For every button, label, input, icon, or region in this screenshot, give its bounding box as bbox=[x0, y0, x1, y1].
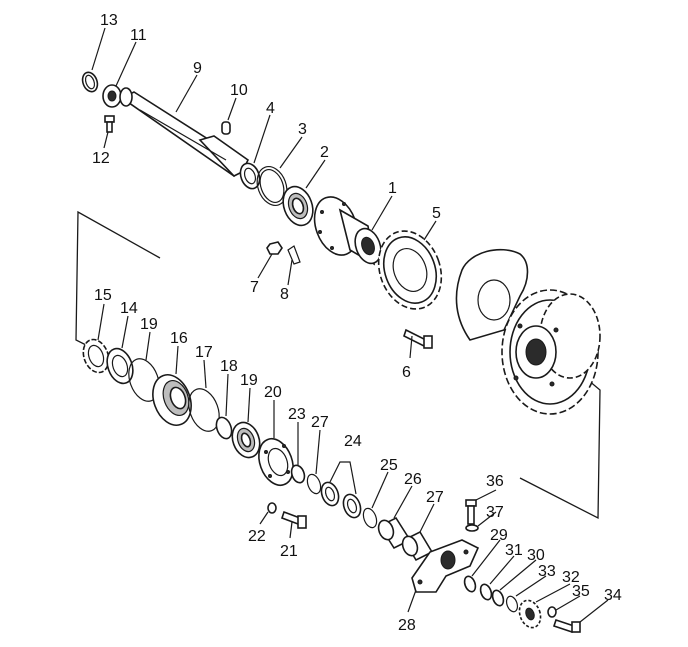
callout-7: 7 bbox=[250, 279, 259, 296]
callout-23: 23 bbox=[288, 406, 306, 423]
bearing-cage-16 bbox=[152, 374, 192, 426]
callout-31: 31 bbox=[505, 542, 523, 559]
callout-30: 30 bbox=[527, 547, 545, 564]
callout-12: 12 bbox=[92, 150, 110, 167]
leader-lines bbox=[91, 27, 609, 623]
nut-14 bbox=[106, 347, 134, 385]
callout-16: 16 bbox=[170, 330, 188, 347]
callout-19a: 19 bbox=[140, 316, 158, 333]
ring-31 bbox=[479, 583, 493, 601]
callout-27b: 27 bbox=[426, 489, 444, 506]
callout-22: 22 bbox=[248, 528, 266, 545]
bolt-21 bbox=[280, 510, 307, 529]
callout-27a: 27 bbox=[311, 414, 329, 431]
nut-11 bbox=[102, 84, 122, 108]
snap-ring-13 bbox=[81, 71, 99, 93]
callout-18: 18 bbox=[220, 358, 238, 375]
ring-18 bbox=[215, 416, 233, 440]
callout-8: 8 bbox=[280, 286, 289, 303]
callout-14: 14 bbox=[120, 300, 138, 317]
ring-30 bbox=[491, 589, 505, 607]
callout-13: 13 bbox=[100, 12, 118, 29]
callout-28: 28 bbox=[398, 617, 416, 634]
callout-1: 1 bbox=[388, 180, 397, 197]
hub-1 bbox=[313, 196, 382, 266]
callout-17: 17 bbox=[195, 344, 213, 361]
o-ring-17 bbox=[188, 388, 220, 432]
shaft-9 bbox=[119, 87, 250, 178]
bolt-6 bbox=[403, 328, 433, 349]
callout-5: 5 bbox=[432, 205, 441, 222]
bracket-28 bbox=[411, 539, 480, 593]
callout-36: 36 bbox=[486, 473, 504, 490]
bearing-2 bbox=[282, 185, 314, 227]
callout-25: 25 bbox=[380, 457, 398, 474]
callout-2: 2 bbox=[320, 144, 329, 161]
o-ring-25 bbox=[362, 507, 378, 529]
callout-15: 15 bbox=[94, 287, 112, 304]
callout-4: 4 bbox=[266, 100, 275, 117]
seal-pair-24 bbox=[320, 481, 362, 519]
washer-35 bbox=[547, 606, 557, 618]
final-drive-housing bbox=[455, 248, 601, 415]
o-ring-19a bbox=[128, 358, 160, 402]
bolt-34 bbox=[552, 618, 581, 634]
callout-20: 20 bbox=[264, 384, 282, 401]
callout-35: 35 bbox=[572, 583, 590, 600]
gear-32 bbox=[518, 599, 542, 629]
callout-33: 33 bbox=[538, 563, 556, 580]
flange-20 bbox=[258, 437, 294, 487]
ring-27a bbox=[306, 473, 322, 495]
key-10 bbox=[221, 121, 231, 135]
callout-24: 24 bbox=[344, 433, 362, 450]
callout-9: 9 bbox=[193, 60, 202, 77]
callout-29: 29 bbox=[490, 527, 508, 544]
pin-8 bbox=[287, 245, 301, 265]
bolt-36 bbox=[465, 499, 477, 525]
callout-3: 3 bbox=[298, 121, 307, 138]
bearing-19b bbox=[231, 421, 261, 459]
ring-23 bbox=[290, 464, 306, 484]
callout-19b: 19 bbox=[240, 372, 258, 389]
washer-22 bbox=[267, 502, 277, 514]
callout-10: 10 bbox=[230, 82, 248, 99]
washer-37 bbox=[465, 524, 479, 532]
callout-11: 11 bbox=[130, 27, 147, 44]
callout-32: 32 bbox=[562, 569, 580, 586]
ring-29 bbox=[463, 575, 477, 593]
sprocket-5 bbox=[377, 230, 443, 310]
lock-washer-15 bbox=[82, 338, 110, 374]
callout-37: 37 bbox=[486, 504, 504, 521]
assembly-frame-lines bbox=[75, 210, 601, 520]
ring-33 bbox=[505, 595, 519, 613]
nut-7 bbox=[266, 241, 283, 255]
callout-26: 26 bbox=[404, 471, 422, 488]
callout-labels: 13 11 9 10 12 4 3 2 1 5 7 8 6 15 14 19 1… bbox=[92, 12, 622, 634]
callout-34: 34 bbox=[604, 587, 622, 604]
snap-ring-3 bbox=[256, 166, 288, 206]
callout-6: 6 bbox=[402, 364, 411, 381]
bolt-12 bbox=[104, 115, 115, 133]
callout-21: 21 bbox=[280, 543, 298, 560]
